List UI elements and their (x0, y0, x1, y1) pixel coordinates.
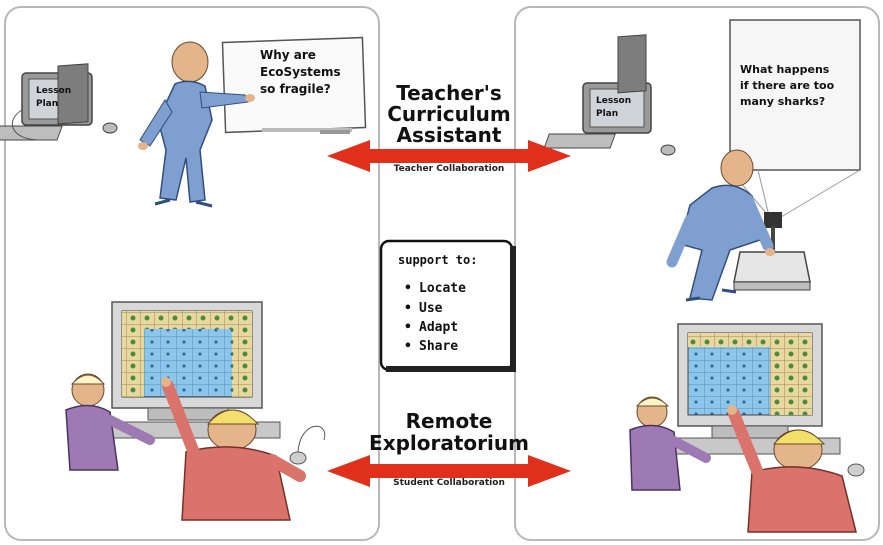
projection-screen (729, 19, 861, 221)
student-purple-left (65, 373, 155, 471)
overhead-projector (733, 212, 811, 291)
board-question-line: EcoSystems (260, 65, 341, 79)
monitor-label-line: Plan (36, 99, 58, 109)
right-student-computer (675, 323, 841, 455)
teacher-figure-right (666, 149, 775, 302)
screen-question-line: What happens (740, 63, 830, 76)
bottom-title-line: Exploratorium (369, 431, 529, 455)
teacher-figure-left (138, 41, 255, 208)
board-question-line: Why are (260, 48, 316, 62)
left-computer (0, 63, 118, 141)
support-bullet: • (404, 301, 412, 316)
screen-question-line: many sharks? (740, 95, 825, 108)
student-purple-right (629, 396, 711, 491)
support-bullet: • (404, 281, 412, 296)
support-item-locate: Locate (419, 281, 466, 296)
bottom-title-line: Remote (406, 409, 493, 433)
support-item-adapt: Adapt (419, 320, 458, 335)
student-red-left (161, 377, 326, 521)
screen-question-line: if there are too (740, 79, 835, 92)
student-red-right (727, 405, 865, 533)
monitor-label-line: Lesson (596, 96, 631, 106)
top-title-line: Assistant (397, 123, 502, 147)
monitor-label-line: Plan (596, 109, 618, 119)
support-bullet: • (404, 339, 412, 354)
teacher-collaboration-label: Teacher Collaboration (394, 164, 505, 174)
left-whiteboard (221, 36, 367, 134)
support-item-use: Use (419, 301, 443, 316)
support-box-header: support to: (398, 253, 477, 267)
right-computer (543, 34, 676, 156)
student-collaboration-label: Student Collaboration (393, 478, 505, 488)
board-question-line: so fragile? (260, 82, 331, 96)
top-title-line: Curriculum (387, 102, 511, 126)
monitor-label-line: Lesson (36, 86, 71, 96)
support-item-share: Share (419, 339, 458, 354)
top-title-line: Teacher's (396, 81, 502, 105)
student-collaboration-arrow (327, 455, 571, 487)
support-bullet: • (404, 320, 412, 335)
